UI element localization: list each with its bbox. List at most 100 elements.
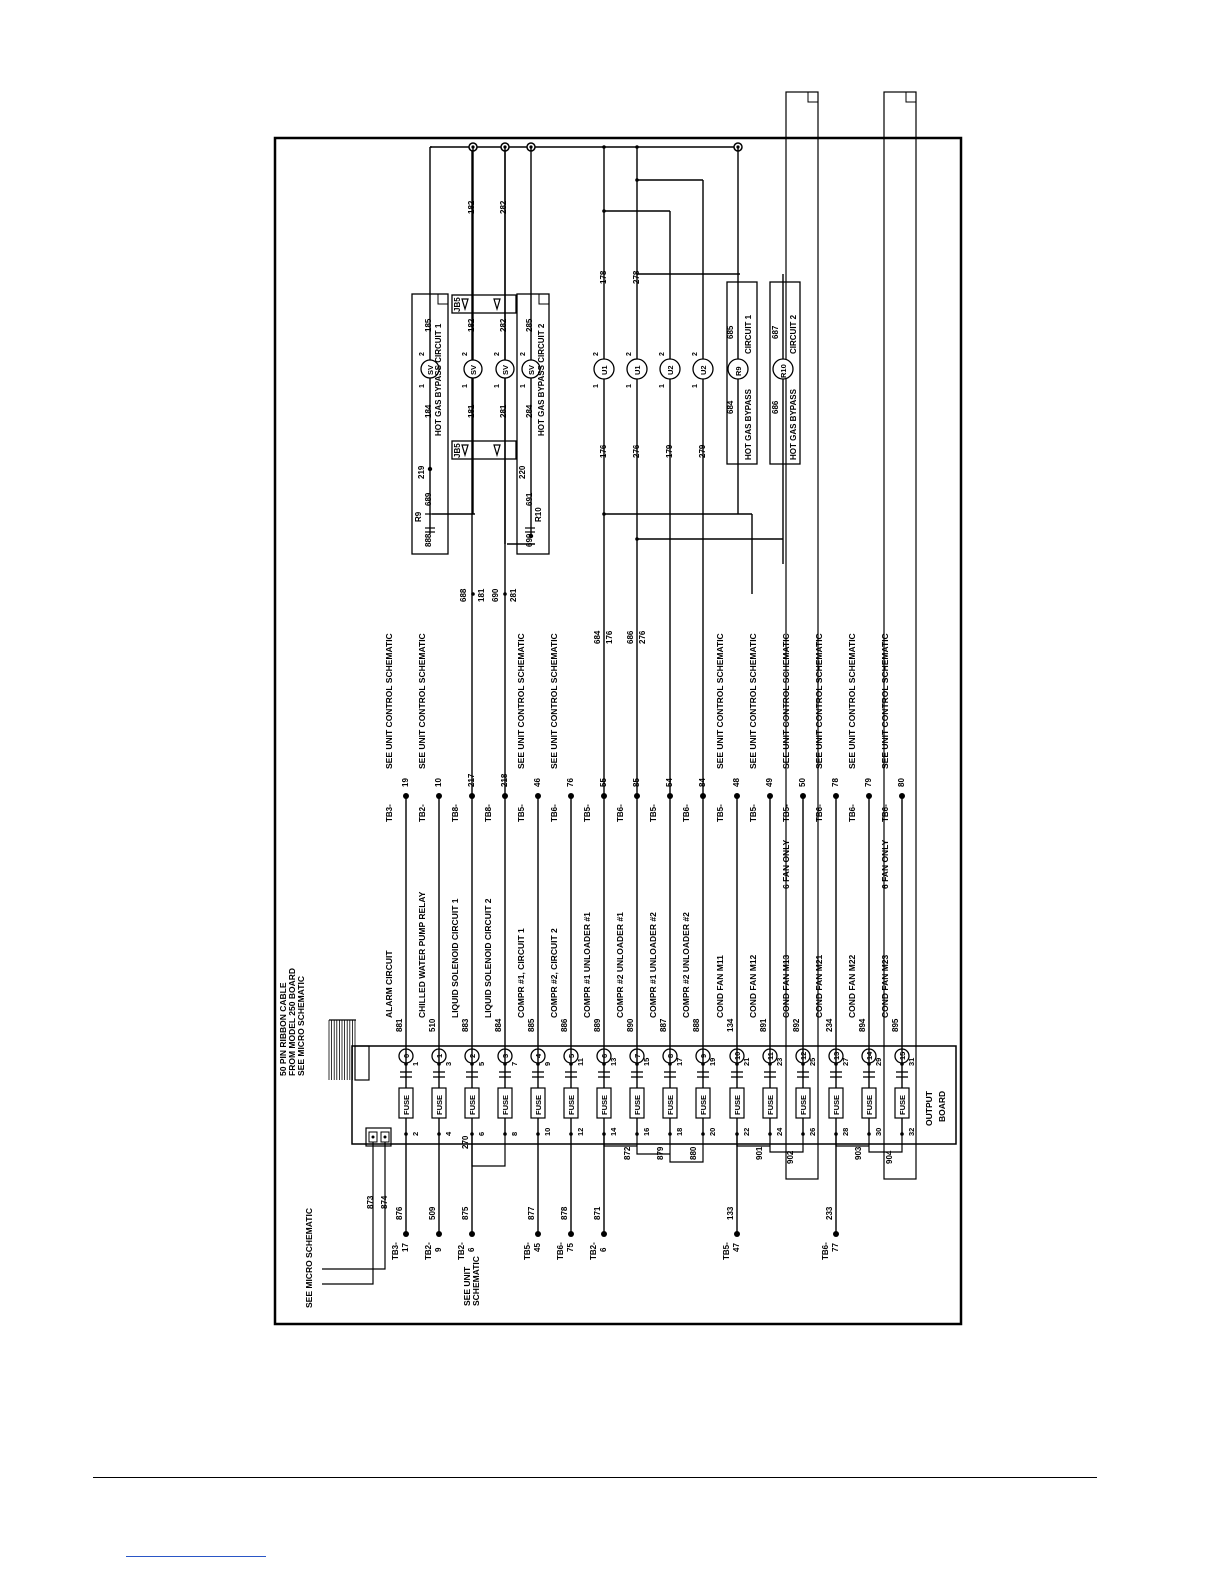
- pin-number: 28: [841, 1128, 850, 1136]
- pin-number: 6: [477, 1132, 486, 1136]
- wire-label: 877: [527, 1206, 536, 1220]
- channel-description: COMPR #1, CIRCUIT 1: [516, 928, 526, 1018]
- pin-label: 2: [692, 352, 699, 356]
- pin-number: 23: [775, 1058, 784, 1066]
- pin-label: 1: [659, 384, 666, 388]
- pin-number: 1: [411, 1062, 420, 1066]
- six-fan-only-box: [883, 91, 917, 1180]
- pin-number: 22: [742, 1128, 751, 1136]
- wire-label: 884: [494, 1018, 503, 1032]
- fuse: [729, 1087, 745, 1119]
- channel-description: COND FAN M23: [880, 954, 890, 1018]
- fuse: [861, 1087, 877, 1119]
- wire-label: 891: [759, 1018, 768, 1032]
- pin-number: 8: [510, 1132, 519, 1136]
- pin-label: 1: [419, 384, 426, 388]
- unloader-coil-label: U2: [666, 365, 675, 375]
- jumper-903-904: 903 904: [835, 1134, 903, 1164]
- terminal-block-label: TB2-: [589, 1242, 598, 1260]
- unloader-coil-label: U1: [600, 365, 609, 375]
- fuse-label: FUSE: [633, 1095, 642, 1115]
- wire-label: 888: [424, 533, 433, 547]
- fuse-label: FUSE: [666, 1095, 675, 1115]
- terminal-block-label: TB6-: [682, 804, 691, 822]
- terminal-block-label: TB5-: [716, 804, 725, 822]
- wire-label: 878: [560, 1206, 569, 1220]
- splice-label: 686: [626, 630, 635, 644]
- terminal-number: 50: [798, 778, 807, 787]
- hot-gas-bypass-label: HOT GAS BYPASS CIRCUIT 2: [537, 323, 546, 436]
- channel-description: COND FAN M22: [847, 954, 857, 1018]
- hot-gas-bypass-label: HOT GAS BYPASS CIRCUIT 1: [434, 323, 443, 436]
- fuse-label: FUSE: [468, 1095, 477, 1115]
- terminal-block-label: TB2-: [457, 1242, 466, 1260]
- terminal-number: 80: [897, 778, 906, 787]
- pin-label: 2: [462, 352, 469, 356]
- ribbon-cable-label: SEE MICRO SCHEMATIC: [296, 976, 306, 1076]
- ribbon-cable-label: 50 PIN RIBBON CABLE: [278, 982, 288, 1076]
- board-pin: [900, 1132, 904, 1136]
- board-pin: [437, 1132, 441, 1136]
- pin-label: 2: [419, 352, 426, 356]
- wire-label: 690: [525, 533, 534, 547]
- wire-label: 282: [499, 318, 508, 332]
- terminal-block-label: TB6-: [848, 804, 857, 822]
- output-terminal: [899, 793, 905, 799]
- splice-label: 684: [593, 630, 602, 644]
- terminal-block-label: TB5-: [782, 804, 791, 822]
- fuse: [828, 1087, 844, 1119]
- terminal-number: 10: [434, 778, 443, 787]
- svg-text:904: 904: [885, 1150, 894, 1164]
- see-schematic-reference: SEE UNIT CONTROL SCHEMATIC: [549, 633, 559, 769]
- channel-description: COND FAN M13: [781, 954, 791, 1018]
- terminal-block-label: TB5-: [583, 804, 592, 822]
- see-schematic-reference: SEE UNIT CONTROL SCHEMATIC: [814, 633, 824, 769]
- wire-label: 509: [428, 1206, 437, 1220]
- junction-box-label: JB5: [453, 297, 462, 312]
- wire-label: 684: [726, 400, 735, 414]
- fuse-label: FUSE: [832, 1095, 841, 1115]
- pin-label: 2: [659, 352, 666, 356]
- footer-rule: [93, 1477, 1097, 1478]
- input-terminal: [734, 1231, 740, 1237]
- terminal-number: 6: [467, 1247, 476, 1252]
- output-channel-row: TB2-6871FUSE14136889COMPR #1 UNLOADER #1…: [582, 514, 618, 1260]
- solenoid-valve-label: SV: [501, 365, 510, 375]
- channel-description: COND FAN M21: [814, 954, 824, 1018]
- pin-label: 1: [692, 384, 699, 388]
- wire-label: 685: [726, 325, 735, 339]
- output-board-label: BOARD: [937, 1091, 947, 1122]
- output-board-label: OUTPUT: [924, 1090, 934, 1126]
- wire-label: 178: [599, 270, 608, 284]
- channel-description: COMPR #2, CIRCUIT 2: [549, 928, 559, 1018]
- pin-number: 29: [874, 1058, 883, 1066]
- fuse-label: FUSE: [600, 1095, 609, 1115]
- wire-label: 220: [518, 465, 527, 479]
- svg-text:901: 901: [755, 1146, 764, 1160]
- relay-label: R9: [734, 366, 743, 376]
- see-schematic-reference: SEE UNIT CONTROL SCHEMATIC: [516, 633, 526, 769]
- splice-label: 181: [477, 588, 486, 602]
- unloader-coils: [593, 147, 714, 586]
- fuse: [497, 1087, 513, 1119]
- board-pin: [801, 1132, 805, 1136]
- board-power-pin-dot: [383, 1135, 387, 1139]
- channel-description: LIQUID SOLENOID CIRCUIT 1: [450, 898, 460, 1018]
- hot-gas-solenoid-block: [411, 147, 550, 555]
- board-pin: [569, 1132, 573, 1136]
- svg-text:903: 903: [854, 1146, 863, 1160]
- output-terminal: [734, 793, 740, 799]
- wire-label: 686: [771, 400, 780, 414]
- svg-text:902: 902: [786, 1150, 795, 1164]
- pin-number: 15: [642, 1058, 651, 1066]
- splice-label: 276: [638, 630, 647, 644]
- pin-number: 13: [609, 1058, 618, 1066]
- wire-label: 278: [632, 270, 641, 284]
- jumper-872-879-880: 872 879 880: [603, 1134, 704, 1163]
- terminal-block-label: TB6-: [556, 1242, 565, 1260]
- pin-label: 1: [520, 384, 527, 388]
- terminal-number: 75: [566, 1243, 575, 1252]
